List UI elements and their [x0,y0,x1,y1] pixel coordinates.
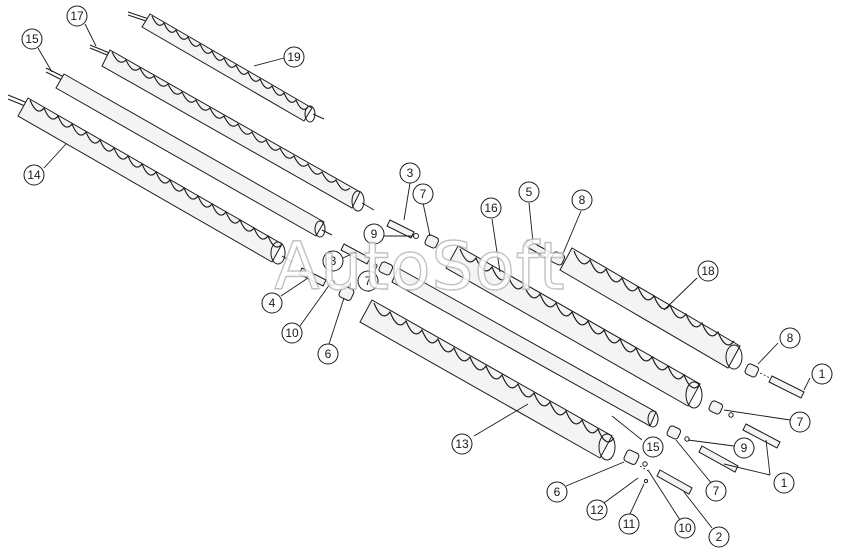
callout-5: 5 [518,181,540,203]
callout-8-right-label: 8 [787,331,794,345]
callout-13-label: 13 [455,437,469,451]
callout-7-right-label: 7 [797,415,804,429]
callout-15-upper-label: 15 [25,32,39,46]
callout-3-upper: 3 [399,162,421,184]
callout-8-right: 8 [779,327,801,349]
callout-1-lower-label: 1 [781,476,788,490]
callout-19: 19 [283,46,305,68]
callout-9-lower: 9 [733,437,755,459]
auger-17 [89,44,375,212]
callout-14: 14 [23,164,45,186]
auger-18 [559,247,743,370]
callout-1-top: 1 [811,363,833,385]
callout-7-lower: 7 [705,480,727,502]
callout-17: 17 [66,5,88,27]
callout-3-middle-label: 3 [330,254,337,268]
callout-19-label: 19 [287,50,301,64]
auger-14 [7,94,293,265]
callout-2-label: 2 [716,530,723,544]
callout-6-lower: 6 [546,481,568,503]
callout-4-label: 4 [269,296,276,310]
callout-10-lower-label: 10 [678,521,692,535]
callout-6-lower-label: 6 [554,485,561,499]
callout-10-left-label: 10 [285,326,299,340]
callout-1-lower: 1 [773,472,795,494]
callout-11-label: 11 [623,517,636,531]
callout-8-upper: 8 [571,189,593,211]
callout-9-lower-label: 9 [741,441,748,455]
callout-16-label: 16 [484,201,498,215]
watermark: AutoSoft [274,227,566,305]
callout-15-upper: 15 [21,28,43,50]
callout-11: 11 [618,513,640,535]
tube-15-centre [391,267,659,428]
callout-12-label: 12 [590,503,604,517]
callout-3-upper-label: 3 [407,166,414,180]
callout-3-middle: 3 [322,250,344,272]
callout-18-label: 18 [701,264,715,278]
callout-1-top-label: 1 [819,367,826,381]
callout-17-label: 17 [70,9,84,23]
callout-7-upper: 7 [412,183,434,205]
callout-7-right: 7 [789,411,811,433]
callout-9-upper: 9 [363,223,385,245]
callout-10-lower: 10 [674,517,696,539]
callout-4: 4 [261,292,283,314]
tube-15-upper [45,67,333,238]
callout-5-label: 5 [526,185,533,199]
callout-14-label: 14 [27,168,41,182]
callout-6-left-label: 6 [325,347,332,361]
callout-2: 2 [708,526,730,548]
callout-16: 16 [480,197,502,219]
auger-16 [445,245,703,409]
callout-7-lower-label: 7 [713,484,720,498]
callout-15-centre-label: 15 [646,440,660,454]
callout-6-left: 6 [317,343,339,365]
auger-19 [127,11,325,123]
callout-7-middle-label: 7 [365,274,372,288]
callout-7-upper-label: 7 [420,187,427,201]
auger-13 [359,299,616,461]
callout-9-upper-label: 9 [371,227,378,241]
small-parts [298,219,805,495]
callout-13: 13 [451,433,473,455]
callout-8-upper-label: 8 [579,193,586,207]
callout-10-left: 10 [281,322,303,344]
callout-18: 18 [697,260,719,282]
callout-15-centre: 15 [642,436,664,458]
callout-7-middle: 7 [357,270,379,292]
callout-12: 12 [586,499,608,521]
